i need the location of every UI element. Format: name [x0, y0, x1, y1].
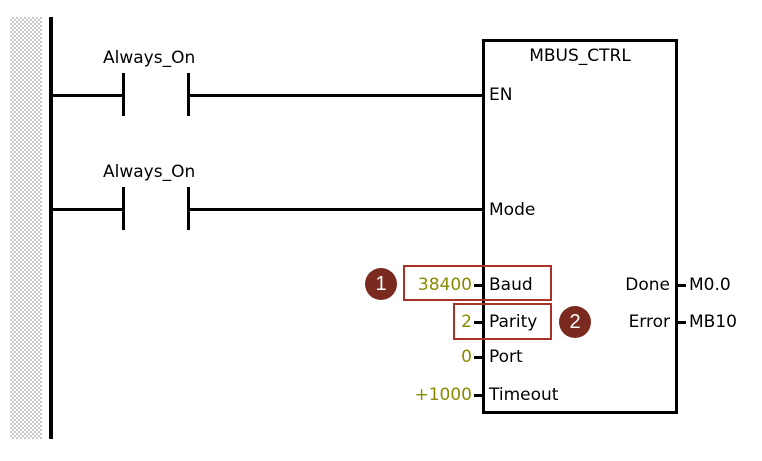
timeout-value[interactable]: +1000 — [414, 385, 472, 405]
pin-parity: Parity — [489, 312, 538, 332]
error-stub — [677, 321, 686, 324]
callout-1-badge: 1 — [365, 268, 397, 300]
done-stub — [677, 284, 686, 287]
pin-mode: Mode — [489, 200, 536, 220]
callout-2-badge: 2 — [559, 306, 591, 338]
rail-hatch — [10, 17, 42, 439]
parity-value[interactable]: 2 — [461, 312, 472, 332]
timeout-stub — [474, 394, 483, 397]
port-value[interactable]: 0 — [461, 347, 472, 367]
rung-2-wire-right — [189, 208, 485, 211]
contact-1-right-bar[interactable] — [187, 73, 190, 116]
baud-highlight — [403, 265, 552, 301]
done-value[interactable]: M0.0 — [689, 275, 731, 295]
parity-highlight — [453, 303, 552, 340]
contact-2-right-bar[interactable] — [187, 187, 190, 230]
pin-done: Done — [625, 275, 670, 295]
port-stub — [474, 356, 483, 359]
power-rail — [49, 17, 53, 439]
rung-1-wire-right — [189, 94, 485, 97]
contact-label-2: Always_On — [103, 162, 196, 182]
pin-en: EN — [489, 85, 513, 105]
pin-baud: Baud — [489, 275, 533, 295]
contact-2-left-bar[interactable] — [122, 187, 125, 230]
baud-stub — [474, 284, 483, 287]
pin-error: Error — [628, 312, 670, 332]
block-title: MBUS_CTRL — [529, 46, 631, 66]
baud-value[interactable]: 38400 — [417, 275, 472, 295]
rung-2-wire-left — [52, 208, 123, 211]
parity-stub — [474, 321, 483, 324]
contact-1-left-bar[interactable] — [122, 73, 125, 116]
contact-label-1: Always_On — [103, 48, 196, 68]
mbus-ctrl-block[interactable] — [482, 39, 678, 414]
rung-1-wire-left — [52, 94, 123, 97]
pin-port: Port — [489, 347, 523, 367]
pin-timeout: Timeout — [489, 385, 559, 405]
error-value[interactable]: MB10 — [689, 312, 737, 332]
